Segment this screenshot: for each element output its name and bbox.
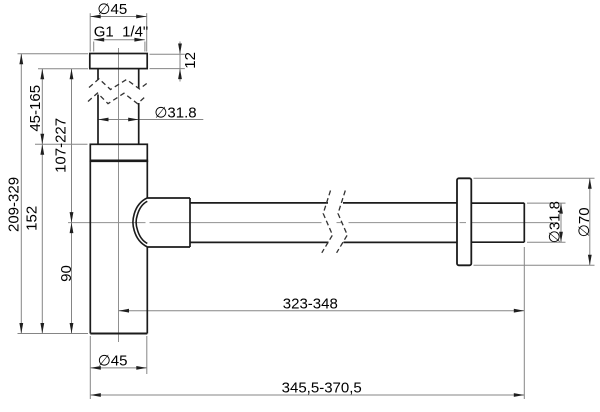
svg-text:12: 12 [182, 52, 199, 69]
svg-text:107-227: 107-227 [53, 118, 70, 173]
svg-text:G1 1/4": G1 1/4" [94, 24, 149, 41]
svg-text:∅45: ∅45 [97, 1, 127, 18]
svg-text:∅45: ∅45 [98, 353, 128, 370]
svg-text:345,5-370,5: 345,5-370,5 [282, 380, 362, 397]
svg-text:209-329: 209-329 [5, 177, 22, 232]
svg-text:152: 152 [24, 206, 41, 231]
svg-text:45-165: 45-165 [27, 85, 44, 132]
svg-text:∅31.8: ∅31.8 [154, 104, 196, 121]
svg-text:∅70: ∅70 [576, 207, 593, 237]
svg-text:∅31.8: ∅31.8 [547, 201, 564, 243]
svg-text:90: 90 [58, 265, 75, 282]
svg-text:323-348: 323-348 [283, 296, 338, 313]
